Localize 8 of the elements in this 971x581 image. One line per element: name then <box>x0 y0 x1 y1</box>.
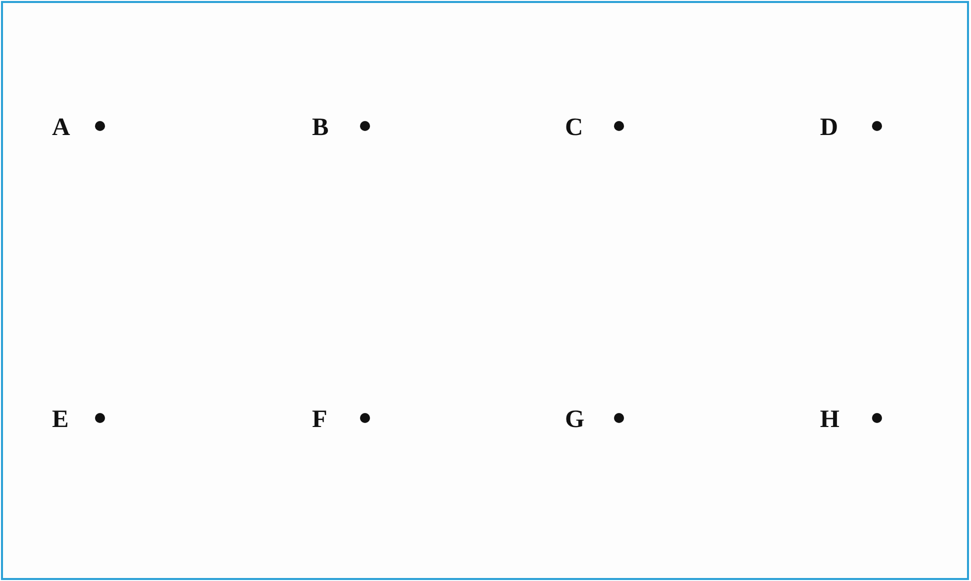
point-label: H <box>820 407 840 432</box>
point-label: A <box>52 115 70 140</box>
point-label: B <box>312 115 329 140</box>
point-label: D <box>820 115 838 140</box>
point-label: E <box>52 407 69 432</box>
point-label: F <box>312 407 328 432</box>
point-label: C <box>565 115 584 140</box>
point-label: G <box>565 407 584 432</box>
